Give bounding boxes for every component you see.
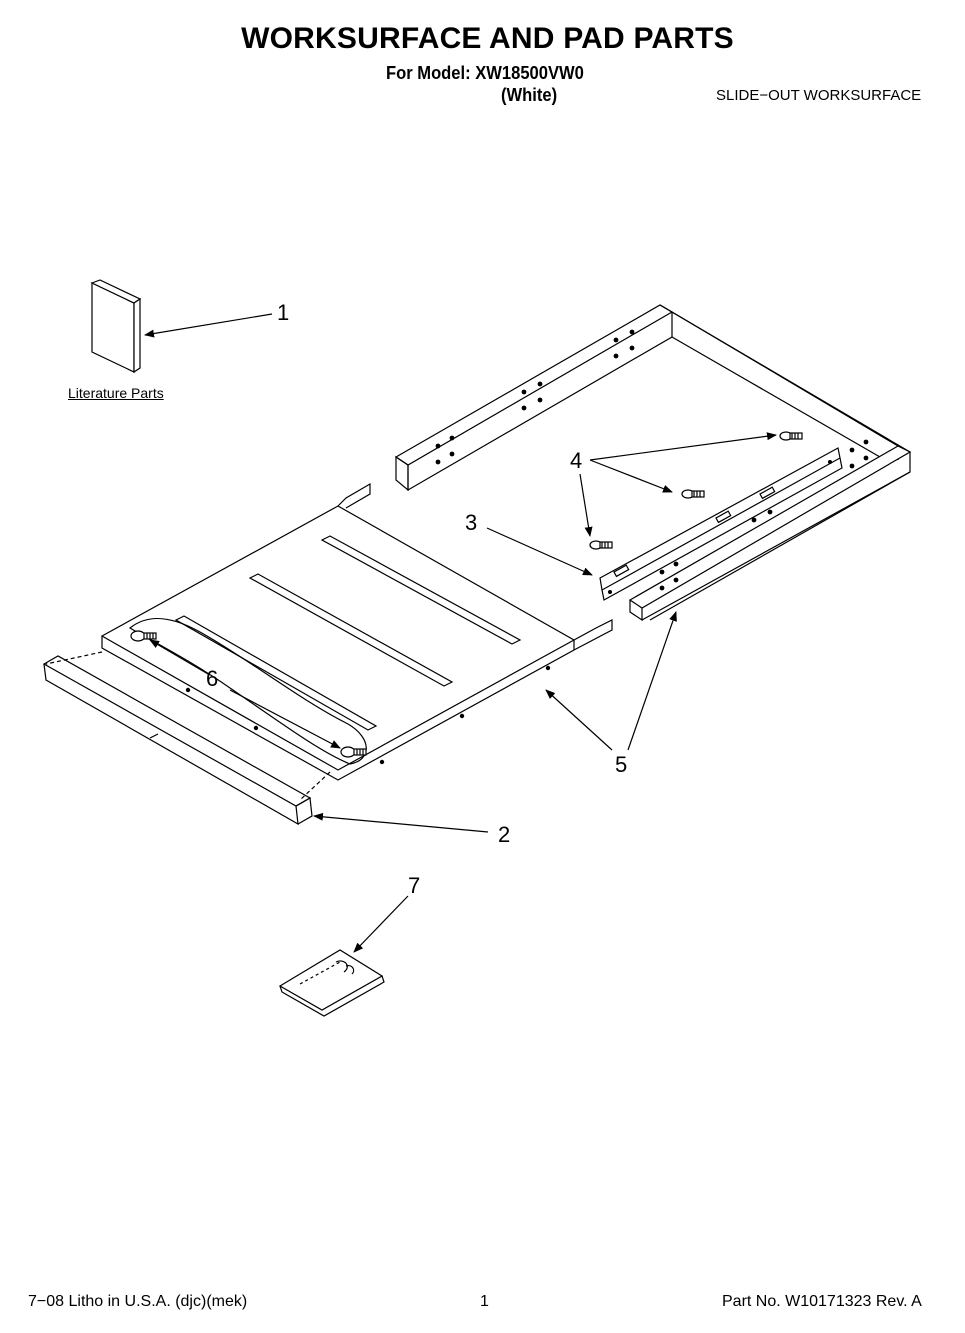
pad-part (278, 949, 385, 1017)
literature-booklet (90, 279, 142, 374)
pad-bumpers (130, 630, 367, 758)
callout-2: 2 (498, 822, 510, 847)
callout-6: 6 (206, 666, 218, 691)
footer-page-number: 1 (480, 1293, 489, 1310)
page-title: WORKSURFACE AND PAD PARTS (241, 22, 734, 55)
callout-7: 7 (408, 873, 420, 898)
slide-bracket (599, 447, 843, 601)
slide-rail-frame (394, 304, 912, 622)
callout-3: 3 (465, 510, 477, 535)
callout-4: 4 (570, 448, 582, 473)
worksurface-panel (100, 482, 613, 781)
callout-5: 5 (615, 752, 627, 777)
leader-lines (144, 313, 777, 953)
literature-parts-label: Literature Parts (68, 385, 164, 401)
front-trim (42, 651, 331, 826)
footer-printing: 7−08 Litho in U.S.A. (djc)(mek) (28, 1293, 248, 1310)
model-color: (White) (501, 85, 558, 105)
callout-1: 1 (277, 300, 289, 325)
footer-part-number: Part No. W10171323 Rev. A (722, 1293, 922, 1310)
model-number: For Model: XW18500VW0 (386, 63, 584, 83)
section-label: SLIDE−OUT WORKSURFACE (716, 87, 922, 104)
screws (589, 431, 803, 550)
